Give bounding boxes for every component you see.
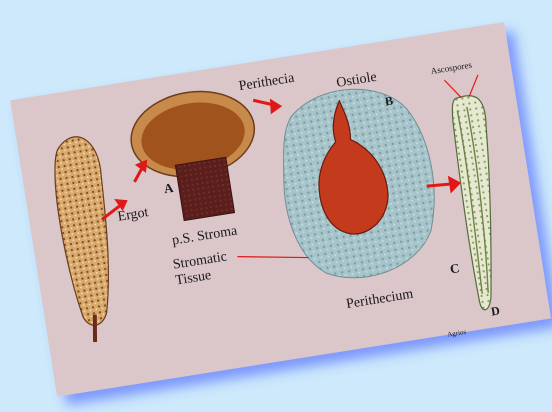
- label-signature: Agrios: [447, 328, 467, 339]
